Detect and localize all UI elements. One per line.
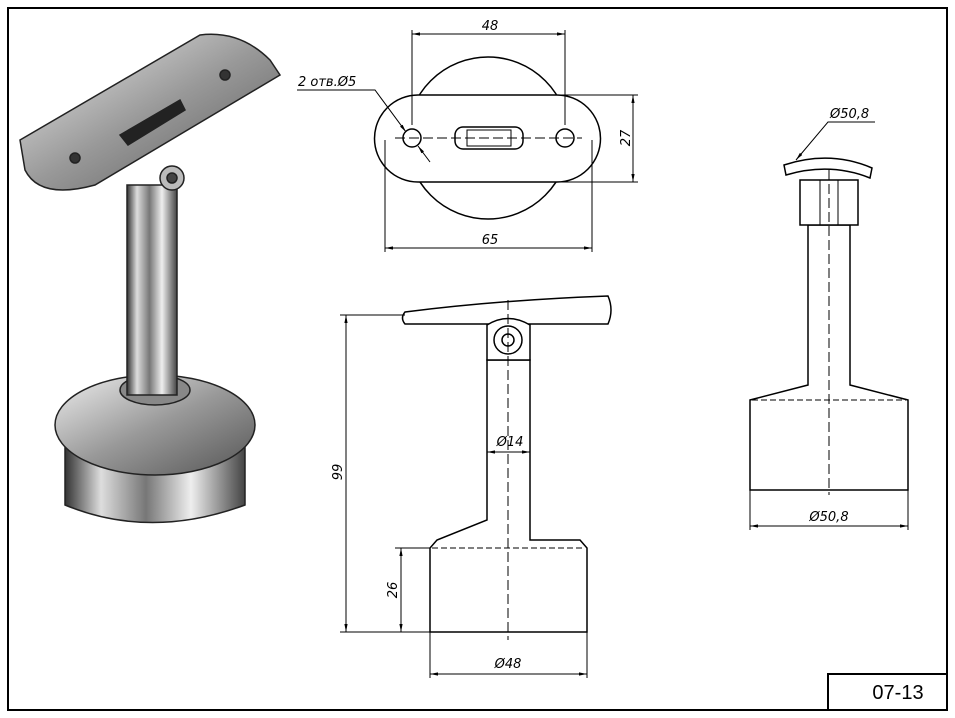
dim-base-diameter: Ø48 xyxy=(494,657,522,672)
dim-65: 65 xyxy=(482,233,499,248)
dim-27: 27 xyxy=(619,129,634,146)
dim-stem-diameter: Ø14 xyxy=(496,435,524,450)
frame-border xyxy=(7,7,948,711)
dim-48: 48 xyxy=(482,19,499,34)
dim-99: 99 xyxy=(331,464,346,481)
holes-note: 2 отв.Ø5 xyxy=(298,75,356,90)
dim-side-base-diameter: Ø50,8 xyxy=(808,510,848,525)
title-box xyxy=(827,673,948,711)
front-view xyxy=(340,295,612,678)
drawing-code: 07-13 xyxy=(872,682,923,704)
side-view xyxy=(749,121,909,530)
dim-saddle-diameter: Ø50,8 xyxy=(829,107,869,122)
top-view xyxy=(297,30,638,252)
isometric-render xyxy=(19,33,282,524)
dim-26: 26 xyxy=(386,582,401,599)
